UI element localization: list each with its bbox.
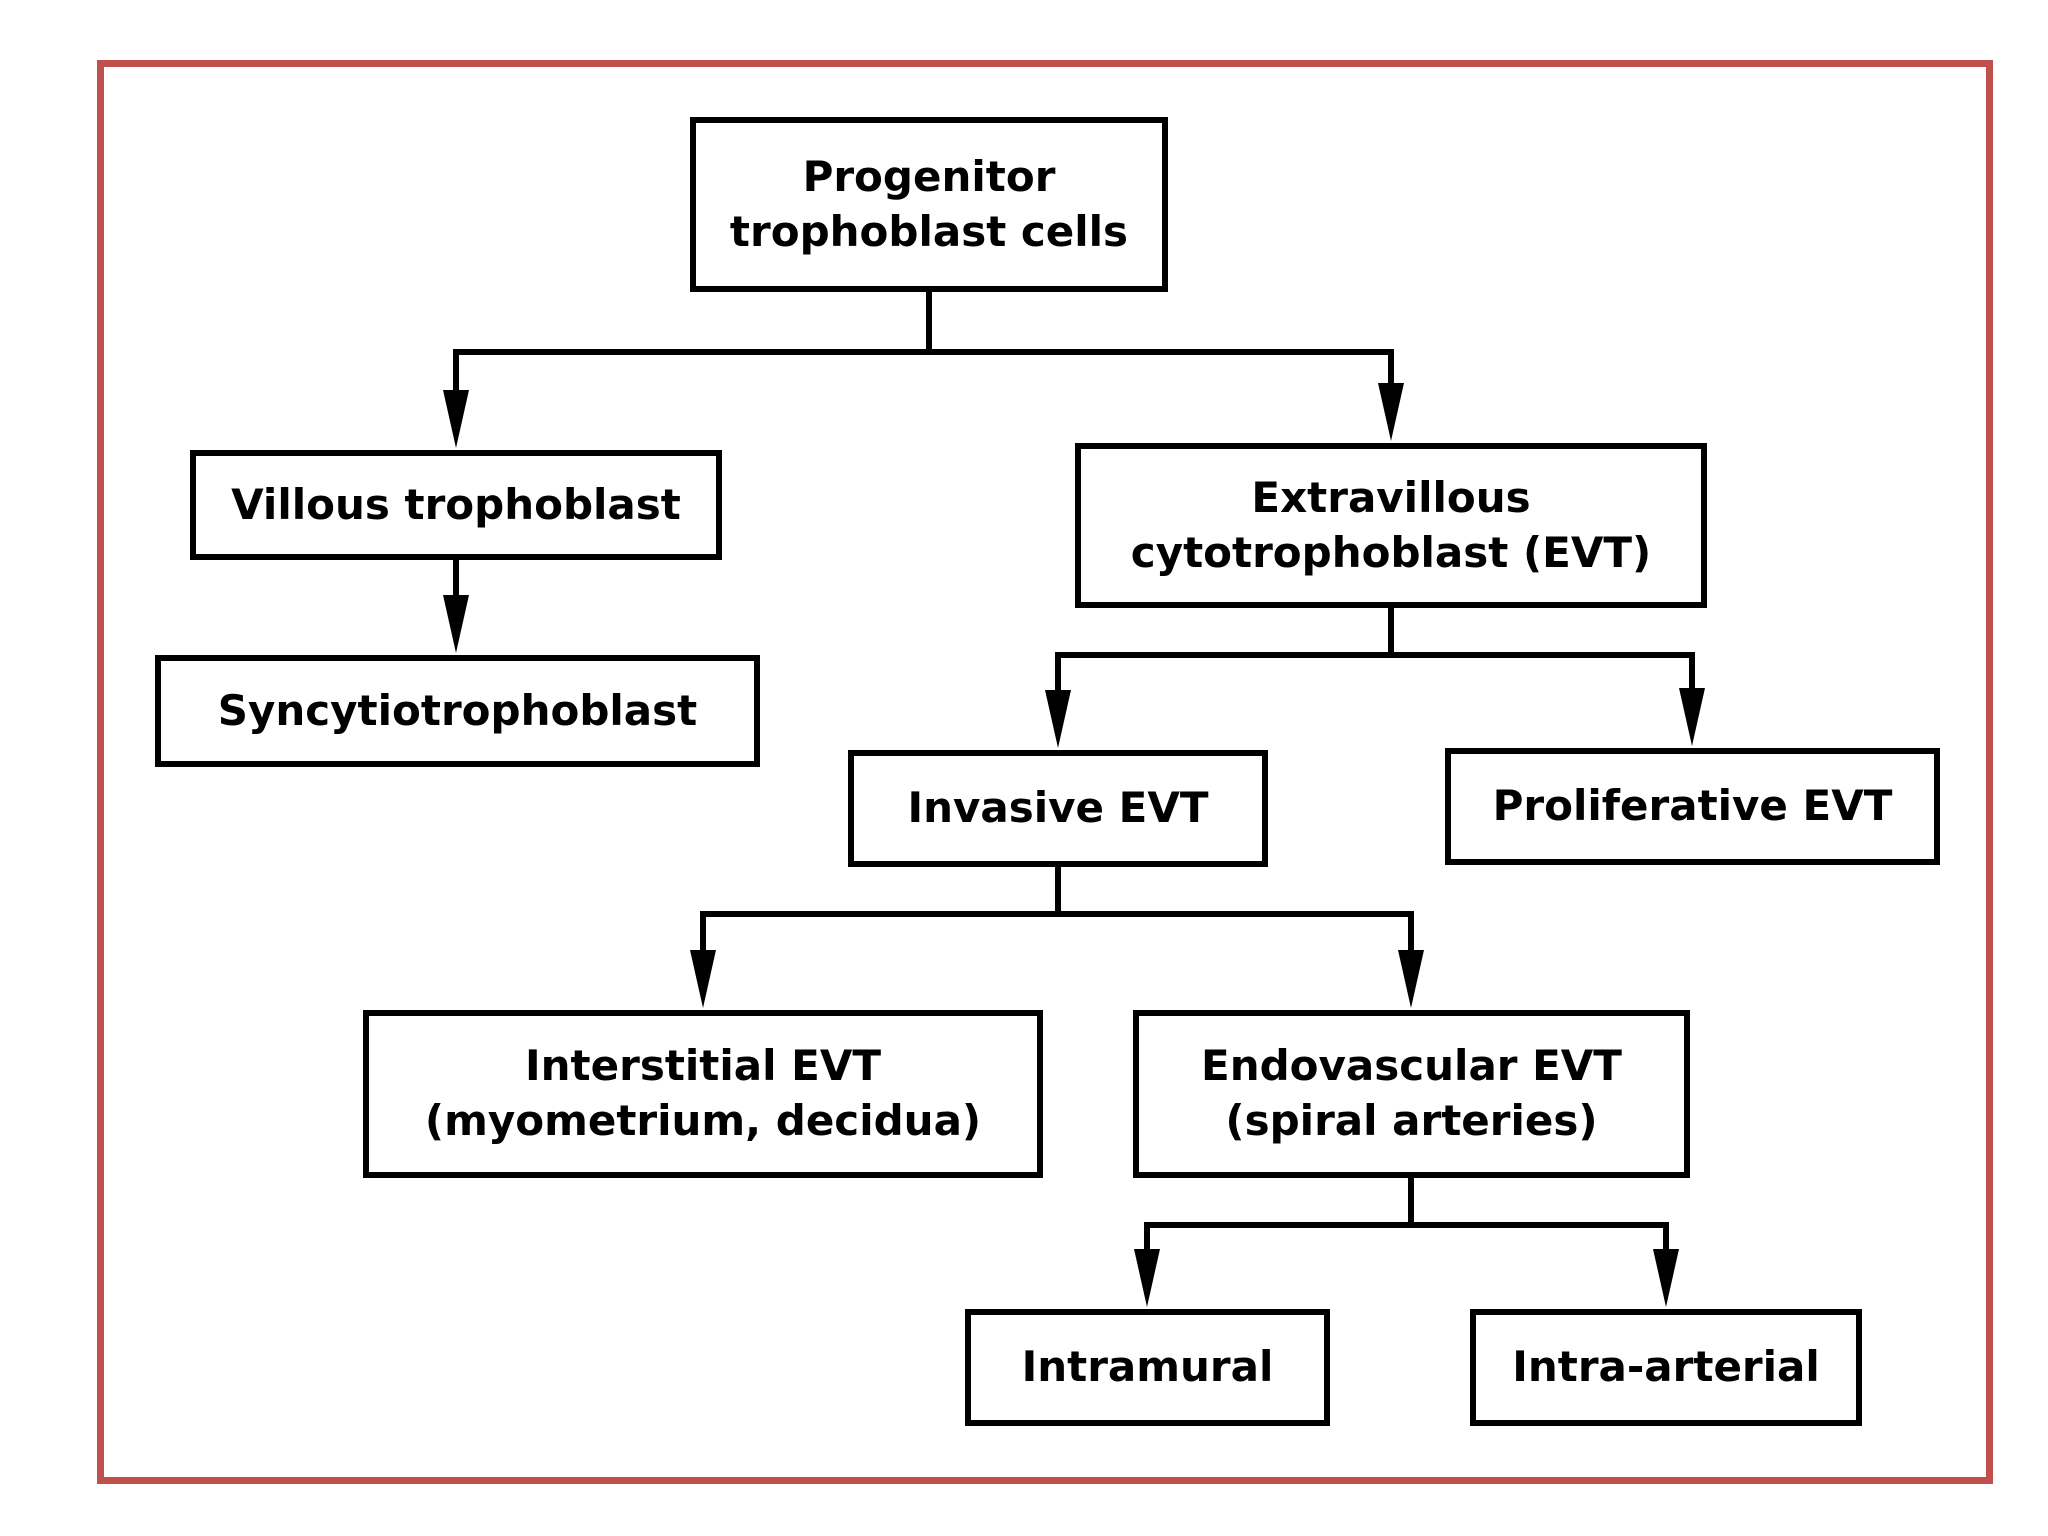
node-extravillous-cytotrophoblast: Extravillous cytotrophoblast (EVT)	[1075, 443, 1707, 608]
node-label: Intra-arterial	[1512, 1342, 1820, 1392]
flowchart-frame	[97, 60, 1993, 1484]
arrowhead-invasive	[1045, 690, 1071, 748]
node-intramural: Intramural	[965, 1309, 1330, 1426]
node-label: Proliferative EVT	[1492, 781, 1893, 831]
arrowhead-villous	[443, 390, 469, 448]
node-label: Extravillous cytotrophoblast (EVT)	[1130, 472, 1652, 577]
arrowhead-syncytiotrophoblast	[443, 595, 469, 653]
node-label: Intramural	[1021, 1342, 1274, 1392]
node-interstitial-evt: Interstitial EVT (myometrium, decidua)	[363, 1010, 1043, 1178]
node-proliferative-evt: Proliferative EVT	[1445, 748, 1940, 865]
node-label: Villous trophoblast	[231, 479, 681, 529]
node-invasive-evt: Invasive EVT	[848, 750, 1268, 867]
edge-endovascular-branch	[1144, 1178, 1669, 1258]
node-syncytiotrophoblast: Syncytiotrophoblast	[155, 655, 760, 767]
node-label: Syncytiotrophoblast	[217, 685, 698, 735]
node-endovascular-evt: Endovascular EVT (spiral arteries)	[1133, 1010, 1690, 1178]
arrowhead-intra-arterial	[1653, 1249, 1679, 1307]
arrowhead-endovascular	[1398, 950, 1424, 1008]
edge-invasive-branch	[700, 867, 1414, 956]
edge-evt-branch	[1055, 608, 1695, 696]
edge-progenitor-branch	[453, 292, 1394, 396]
arrowhead-interstitial	[690, 950, 716, 1008]
node-intra-arterial: Intra-arterial	[1470, 1309, 1862, 1426]
node-label: Endovascular EVT (spiral arteries)	[1201, 1041, 1622, 1145]
node-label: Invasive EVT	[907, 783, 1209, 833]
node-label: Interstitial EVT (myometrium, decidua)	[424, 1041, 982, 1145]
arrowhead-intramural	[1134, 1249, 1160, 1307]
arrowhead-evt	[1378, 383, 1404, 441]
node-villous-trophoblast: Villous trophoblast	[190, 450, 722, 560]
node-label: Progenitor trophoblast cells	[729, 151, 1129, 256]
arrowhead-proliferative	[1679, 688, 1705, 746]
node-progenitor-trophoblast-cells: Progenitor trophoblast cells	[690, 117, 1168, 292]
